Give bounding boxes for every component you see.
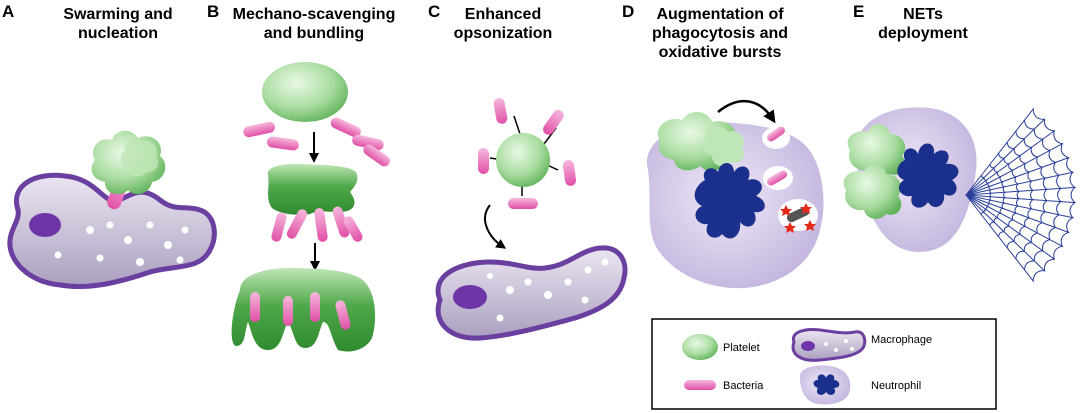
panel-titles: Swarming and nucleation Mechano-scavengi…	[63, 6, 968, 61]
net-strand	[965, 194, 1046, 272]
opsonizing-platelet	[496, 133, 550, 187]
title-b-line-1: Mechano-scavenging	[233, 6, 396, 23]
legend-macrophage-icon	[791, 328, 867, 362]
activated-platelet	[267, 163, 358, 215]
title-e-line-2: deployment	[878, 25, 968, 42]
granules	[487, 258, 609, 322]
title-b-line-2: and bundling	[264, 25, 364, 42]
panel-letter-d: D	[622, 2, 634, 21]
net-strand	[965, 194, 1056, 261]
net-ring	[1024, 120, 1062, 270]
panel-letter-a: A	[2, 2, 14, 21]
granules	[54, 221, 189, 266]
platelet-cluster	[657, 111, 745, 171]
panel-labels: A B C D E	[2, 2, 864, 21]
platelet-cluster	[91, 130, 166, 195]
panel-letter-e: E	[853, 2, 864, 21]
title-d-line-2: phagocytosis and	[652, 25, 788, 42]
legend-platelet-icon	[682, 334, 718, 360]
legend-neutrophil-label: Neutrophil	[871, 380, 921, 392]
macrophage-cell	[435, 245, 628, 341]
legend-bacteria-label: Bacteria	[723, 380, 764, 392]
platelet-cluster	[843, 123, 906, 219]
phagosomes	[762, 126, 818, 233]
platelet	[262, 62, 348, 122]
panel-letter-c: C	[428, 2, 440, 21]
legend-macrophage-label: Macrophage	[871, 334, 932, 346]
neutrophil-nucleus	[694, 163, 765, 239]
title-d-line-1: Augmentation of	[656, 6, 784, 23]
legend-neutrophil-icon	[799, 365, 851, 405]
macrophage-nucleus	[29, 213, 61, 237]
curved-arrow	[484, 204, 507, 249]
net-ring	[989, 164, 1006, 226]
neutrophil-nucleus	[897, 143, 959, 208]
oxidative-burst-icon	[780, 203, 816, 233]
net-strand	[965, 142, 1064, 196]
net-strand	[965, 194, 1070, 234]
legend: Platelet Bacteria Macrophage Neutrophil	[651, 318, 997, 410]
panel-e-illustration	[843, 107, 1076, 282]
net-strand	[965, 129, 1056, 196]
title-d-line-3: oxidative bursts	[659, 44, 782, 61]
bundled-bacteria	[250, 292, 351, 330]
net-strand	[965, 194, 1074, 219]
net-strand	[965, 194, 1076, 204]
panel-a-illustration	[7, 130, 217, 290]
bound-bacteria	[271, 206, 363, 242]
net-strand	[965, 156, 1070, 196]
net-strand	[965, 194, 1035, 282]
title-e-line-1: NETs	[903, 6, 943, 23]
bundled-platelet	[231, 268, 376, 352]
panel-letter-b: B	[207, 2, 219, 21]
net-ring	[1032, 109, 1076, 281]
legend-platelet-label: Platelet	[723, 342, 760, 354]
macrophage-nucleus	[453, 285, 487, 309]
panel-c-illustration	[435, 98, 628, 341]
net-ring	[1015, 131, 1048, 259]
title-c-line-2: opsonization	[454, 25, 553, 42]
title-c-line-1: Enhanced	[465, 6, 541, 23]
title-a-line-1: Swarming and	[63, 6, 172, 23]
title-a-line-2: nucleation	[78, 25, 158, 42]
net-strand	[965, 194, 1064, 248]
curved-arrow	[717, 99, 776, 124]
net-ring	[980, 175, 992, 215]
free-bacteria	[243, 117, 390, 167]
tethered-bacteria	[478, 98, 577, 209]
panel-b-illustration	[231, 62, 390, 352]
legend-bacteria-icon	[684, 380, 716, 390]
net-ring	[998, 153, 1020, 237]
net-strand	[965, 186, 1076, 196]
net-web	[965, 108, 1076, 282]
net-strand	[965, 118, 1046, 196]
macrophage-cell	[7, 172, 217, 290]
net-ring	[1006, 142, 1034, 248]
net-strand	[965, 108, 1035, 196]
net-strand	[965, 171, 1074, 196]
panel-d-illustration	[646, 99, 824, 289]
